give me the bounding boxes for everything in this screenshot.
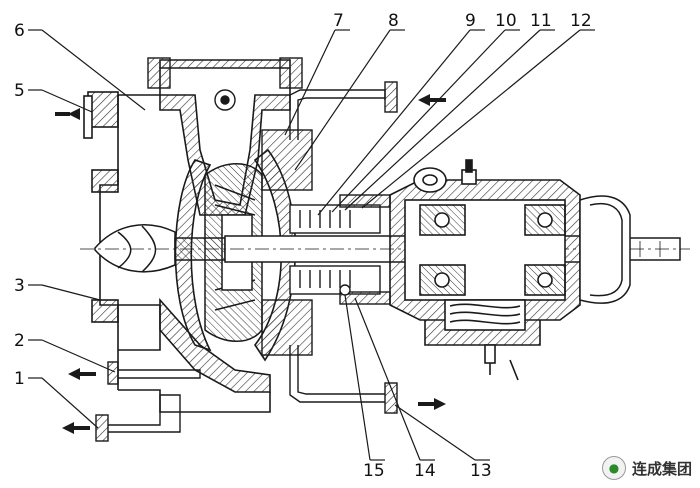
inlet-arrow-left	[68, 108, 80, 120]
bearing-housing	[389, 159, 581, 381]
inducer	[94, 224, 226, 273]
flushing-pipes	[289, 81, 398, 414]
callout-13: 13	[470, 461, 492, 481]
callout-10: 10	[495, 11, 517, 31]
callout-8: 8	[388, 11, 399, 31]
seal-chamber	[261, 129, 391, 356]
callout-6: 6	[14, 21, 25, 41]
callout-labels: 6 5 3 2 1 7 8 9 10 11 12 15 14 13	[14, 11, 592, 481]
callout-11: 11	[530, 11, 552, 31]
callout-7: 7	[333, 11, 344, 31]
callout-3: 3	[14, 276, 25, 296]
callout-1: 1	[14, 369, 25, 389]
callout-12: 12	[570, 11, 592, 31]
watermark-text: 连成集团	[631, 459, 692, 478]
callout-15: 15	[363, 461, 385, 481]
callout-5: 5	[14, 81, 25, 101]
outlet-pipes	[95, 361, 201, 442]
inlet-arrow-left-shaft	[55, 112, 70, 116]
top-flange	[147, 57, 303, 111]
leader-lines	[28, 29, 595, 461]
callout-2: 2	[14, 331, 25, 351]
callout-14: 14	[414, 461, 436, 481]
watermark: ● 连成集团	[601, 456, 692, 480]
inlet-arrow-right	[418, 94, 430, 106]
end-cover	[579, 195, 631, 304]
callout-9: 9	[465, 11, 476, 31]
wechat-logo-icon: ●	[601, 456, 626, 480]
